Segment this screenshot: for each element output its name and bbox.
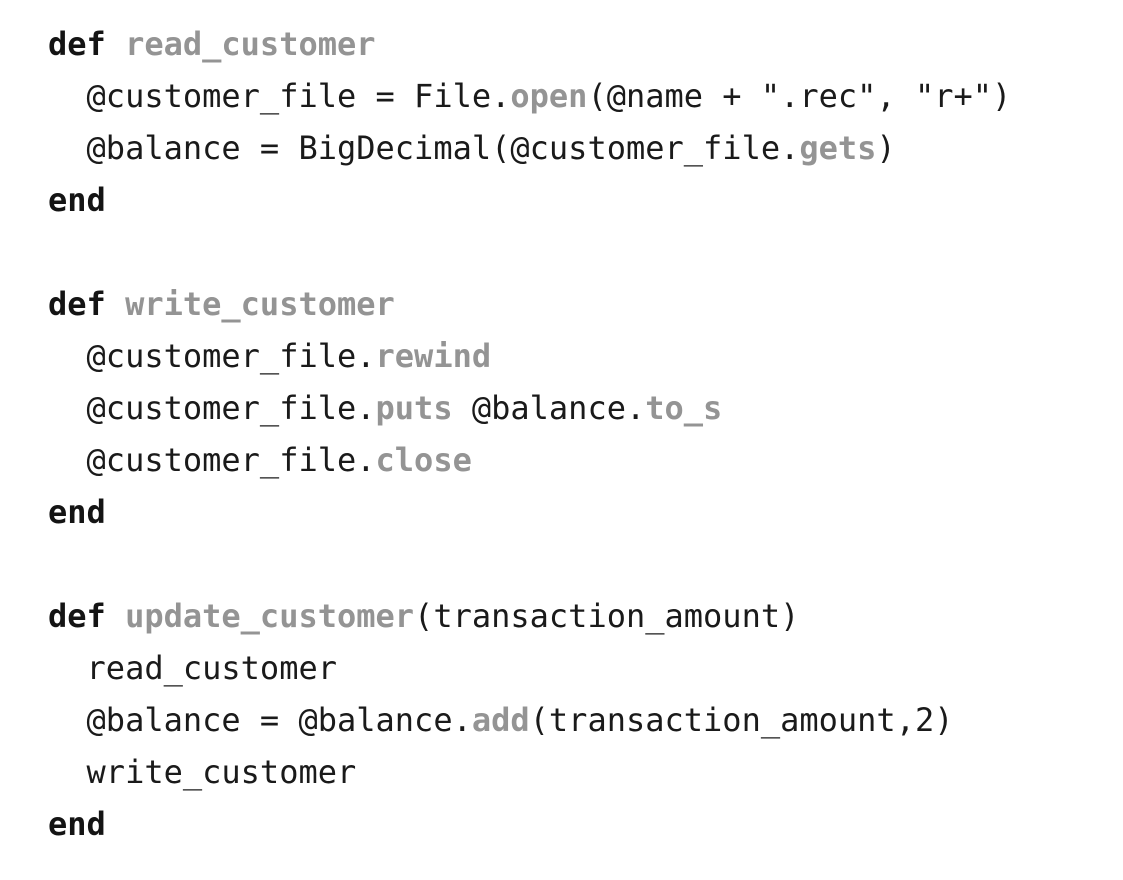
code-segment-plain: ) (876, 129, 896, 167)
code-line: @balance = @balance.add(transaction_amou… (48, 694, 1123, 746)
code-segment-keyword: def (48, 285, 106, 323)
code-segment-method: add (471, 701, 530, 739)
code-segment-plain (106, 285, 125, 323)
code-segment-plain: @customer_file. (48, 441, 376, 479)
code-line: @customer_file = File.open(@name + ".rec… (48, 70, 1123, 122)
code-segment-method: read_customer (125, 25, 376, 63)
code-line: @customer_file.rewind (48, 330, 1123, 382)
code-segment-method: write_customer (125, 285, 395, 323)
code-line: @customer_file.puts @balance.to_s (48, 382, 1123, 434)
code-segment-keyword: end (48, 493, 106, 531)
code-segment-plain: (transaction_amount,2) (529, 701, 954, 739)
code-segment-plain (106, 25, 125, 63)
code-segment-plain: (transaction_amount) (414, 597, 800, 635)
code-segment-plain (106, 597, 125, 635)
code-line: def update_customer(transaction_amount) (48, 590, 1123, 642)
code-segment-plain: (@name + ".rec", "r+") (587, 77, 1012, 115)
code-segment-method: open (510, 77, 588, 115)
code-segment-plain: read_customer (48, 649, 337, 687)
code-line: end (48, 798, 1123, 850)
code-segment-method: update_customer (125, 597, 415, 635)
code-line: end (48, 174, 1123, 226)
code-segment-plain: @balance. (452, 389, 646, 427)
code-segment-plain: @customer_file. (48, 389, 376, 427)
code-segment-method: rewind (375, 337, 492, 375)
code-line-blank (48, 226, 1123, 278)
code-line: @customer_file.close (48, 434, 1123, 486)
code-line: def write_customer (48, 278, 1123, 330)
code-segment-method: gets (799, 129, 877, 167)
code-line: end (48, 486, 1123, 538)
code-segment-plain: @balance = BigDecimal(@customer_file. (48, 129, 800, 167)
code-segment-plain: @customer_file = File. (48, 77, 511, 115)
code-line: @balance = BigDecimal(@customer_file.get… (48, 122, 1123, 174)
code-segment-keyword: end (48, 805, 106, 843)
code-line: read_customer (48, 642, 1123, 694)
code-segment-keyword: def (48, 25, 106, 63)
code-line: write_customer (48, 746, 1123, 798)
code-line-blank (48, 538, 1123, 590)
code-segment-method: to_s (645, 389, 723, 427)
code-segment-plain: @balance = @balance. (48, 701, 472, 739)
code-block: def read_customer @customer_file = File.… (48, 18, 1123, 850)
code-segment-plain: write_customer (48, 753, 357, 791)
code-segment-plain: @customer_file. (48, 337, 376, 375)
code-segment-method: close (375, 441, 472, 479)
code-segment-method: puts (375, 389, 453, 427)
code-segment-keyword: end (48, 181, 106, 219)
code-segment-keyword: def (48, 597, 106, 635)
code-line: def read_customer (48, 18, 1123, 70)
